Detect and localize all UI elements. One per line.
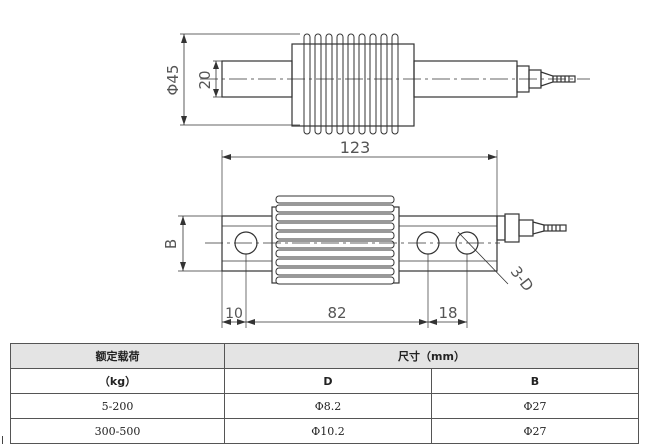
dim-20: 20 [196,70,214,89]
dim-b: B [162,239,180,249]
front-view [178,150,567,328]
cell-d: Φ10.2 [224,418,432,444]
dim-123: 123 [340,138,371,157]
front-connector [496,213,567,243]
cell-d: Φ8.2 [224,393,432,419]
load-cell-drawing: Φ45 20 [162,33,590,328]
dim-82: 82 [327,304,346,322]
cell-load: 5-200 [10,393,225,419]
top-view [180,33,590,135]
cell-load: 300-500 [10,418,225,444]
edge-mark [2,436,3,444]
header-load-unit: （kg） [10,368,225,394]
front-fins [275,195,395,285]
header-size: 尺寸（mm） [224,343,639,369]
header-col-b: B [431,368,639,394]
cell-b: Φ27 [431,418,639,444]
spec-table: 额定载荷 尺寸（mm） （kg） D B 5-200 Φ8.2 Φ27 300-… [10,343,639,444]
table-subheader-row: （kg） D B [10,368,639,394]
cell-b: Φ27 [431,393,639,419]
table-header-row: 额定载荷 尺寸（mm） [10,343,639,369]
header-rated-load: 额定载荷 [10,343,225,369]
top-fins [303,33,399,135]
dim-10: 10 [225,306,243,322]
hole-label: 3-D [507,263,538,295]
top-body [291,43,415,127]
table-row: 300-500 Φ10.2 Φ27 [10,418,639,444]
dim-18: 18 [438,304,457,322]
table-row: 5-200 Φ8.2 Φ27 [10,393,639,419]
dim-phi45: Φ45 [164,65,182,96]
header-col-d: D [224,368,432,394]
